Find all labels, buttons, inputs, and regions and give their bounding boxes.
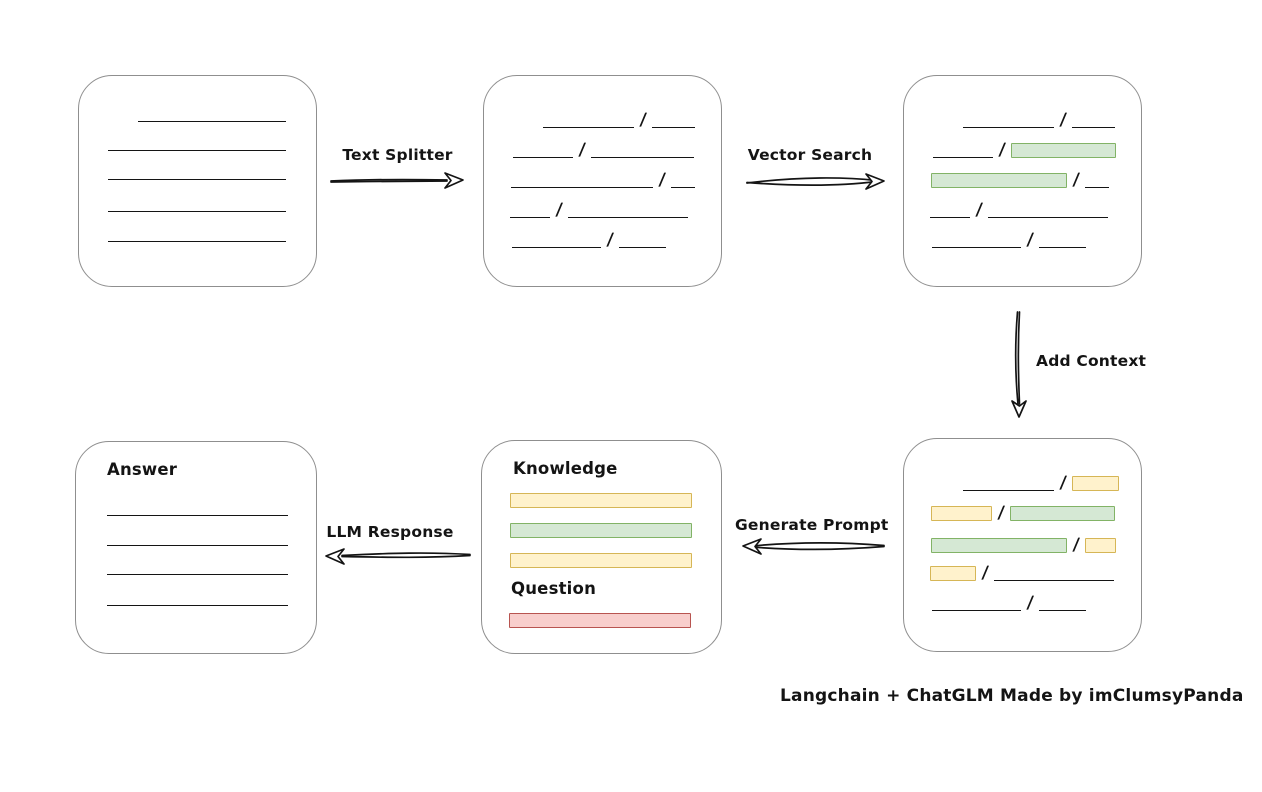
chunk-line: /	[930, 563, 1115, 583]
slash-separator: /	[997, 140, 1007, 160]
chunk-line: /	[511, 170, 696, 190]
matched-chunk-green-bar	[931, 538, 1067, 553]
knowledge-yellow-bar	[510, 493, 692, 508]
chunk-segment	[1039, 610, 1087, 611]
slash-separator: /	[1071, 535, 1081, 555]
context-chunk-yellow-bar	[930, 566, 976, 581]
context-chunk-yellow-bar	[1072, 476, 1120, 491]
chunk-segment	[513, 157, 573, 158]
slash-separator: /	[1058, 473, 1068, 493]
add-context-arrow-label: Add Context	[1036, 352, 1147, 370]
slash-separator: /	[980, 563, 990, 583]
matched-chunk-green-bar	[931, 173, 1067, 188]
knowledge-green-bar	[510, 523, 692, 538]
chunk-line: /	[512, 230, 667, 250]
chunk-segment	[988, 217, 1109, 218]
chunk-segment	[619, 247, 667, 248]
slash-separator: /	[974, 200, 984, 220]
text-splitter-arrow	[330, 172, 464, 189]
text-line	[108, 241, 286, 242]
chunk-segment	[671, 187, 696, 188]
chunked-text-node: / / / / /	[483, 75, 722, 287]
generate-prompt-arrow	[742, 538, 885, 555]
vector-search-result-node: / / / / /	[903, 75, 1142, 287]
answer-node: Answer	[75, 441, 317, 654]
text-line	[108, 150, 286, 151]
chunk-line: /	[963, 110, 1116, 130]
slash-separator: /	[605, 230, 615, 250]
context-chunk-yellow-bar	[931, 506, 992, 521]
chunk-line: /	[931, 503, 1116, 523]
chunk-segment	[1085, 187, 1110, 188]
context-chunks-node: / / / / /	[903, 438, 1142, 652]
chunk-line: /	[513, 140, 695, 160]
chunk-segment	[963, 127, 1054, 128]
chunk-line: /	[510, 200, 689, 220]
chunk-line: /	[543, 110, 696, 130]
add-context-arrow	[1011, 311, 1027, 418]
slash-separator: /	[657, 170, 667, 190]
question-red-bar	[509, 613, 691, 628]
chunk-segment	[510, 217, 550, 218]
question-label: Question	[511, 579, 597, 598]
chunk-segment	[512, 247, 601, 248]
chunk-line: /	[933, 140, 1117, 160]
slash-separator: /	[1025, 593, 1035, 613]
chunk-segment	[930, 217, 970, 218]
text-line	[107, 605, 288, 606]
generate-prompt-arrow-label: Generate Prompt	[735, 516, 889, 534]
text-line	[138, 121, 286, 122]
chunk-segment	[932, 247, 1021, 248]
prompt-node: Knowledge Question	[481, 440, 722, 654]
knowledge-yellow-bar	[510, 553, 692, 568]
chunk-segment	[1039, 247, 1087, 248]
chunk-segment	[511, 187, 653, 188]
matched-chunk-green-bar	[1011, 143, 1117, 158]
chunk-segment	[652, 127, 696, 128]
slash-separator: /	[554, 200, 564, 220]
chunk-segment	[591, 157, 695, 158]
chunk-segment	[932, 610, 1021, 611]
chunk-segment	[963, 490, 1054, 491]
slash-separator: /	[1058, 110, 1068, 130]
slash-separator: /	[638, 110, 648, 130]
vector-search-arrow-label: Vector Search	[747, 146, 873, 164]
chunk-segment	[543, 127, 634, 128]
text-line	[108, 179, 286, 180]
text-line	[107, 515, 288, 516]
answer-label: Answer	[107, 460, 178, 479]
chunk-line: /	[931, 170, 1110, 190]
text-line	[107, 574, 288, 575]
slash-separator: /	[996, 503, 1006, 523]
knowledge-label: Knowledge	[513, 459, 618, 478]
chunk-segment	[933, 157, 993, 158]
llm-response-arrow	[325, 548, 471, 565]
slash-separator: /	[577, 140, 587, 160]
text-splitter-arrow-label: Text Splitter	[342, 146, 453, 164]
slash-separator: /	[1071, 170, 1081, 190]
diagram-caption: Langchain + ChatGLM Made by imClumsyPand…	[780, 686, 1244, 706]
matched-chunk-green-bar	[1010, 506, 1116, 521]
chunk-segment	[994, 580, 1115, 581]
llm-response-arrow-label: LLM Response	[326, 523, 454, 541]
chunk-line: /	[932, 593, 1087, 613]
chunk-segment	[568, 217, 689, 218]
text-line	[108, 211, 286, 212]
chunk-segment	[1072, 127, 1116, 128]
chunk-line: /	[930, 200, 1109, 220]
text-line	[107, 545, 288, 546]
chunk-line: /	[963, 473, 1120, 493]
slash-separator: /	[1025, 230, 1035, 250]
chunk-line: /	[931, 535, 1117, 555]
vector-search-arrow	[746, 173, 885, 190]
chunk-line: /	[932, 230, 1087, 250]
context-chunk-yellow-bar	[1085, 538, 1117, 553]
source-document-node	[78, 75, 317, 287]
